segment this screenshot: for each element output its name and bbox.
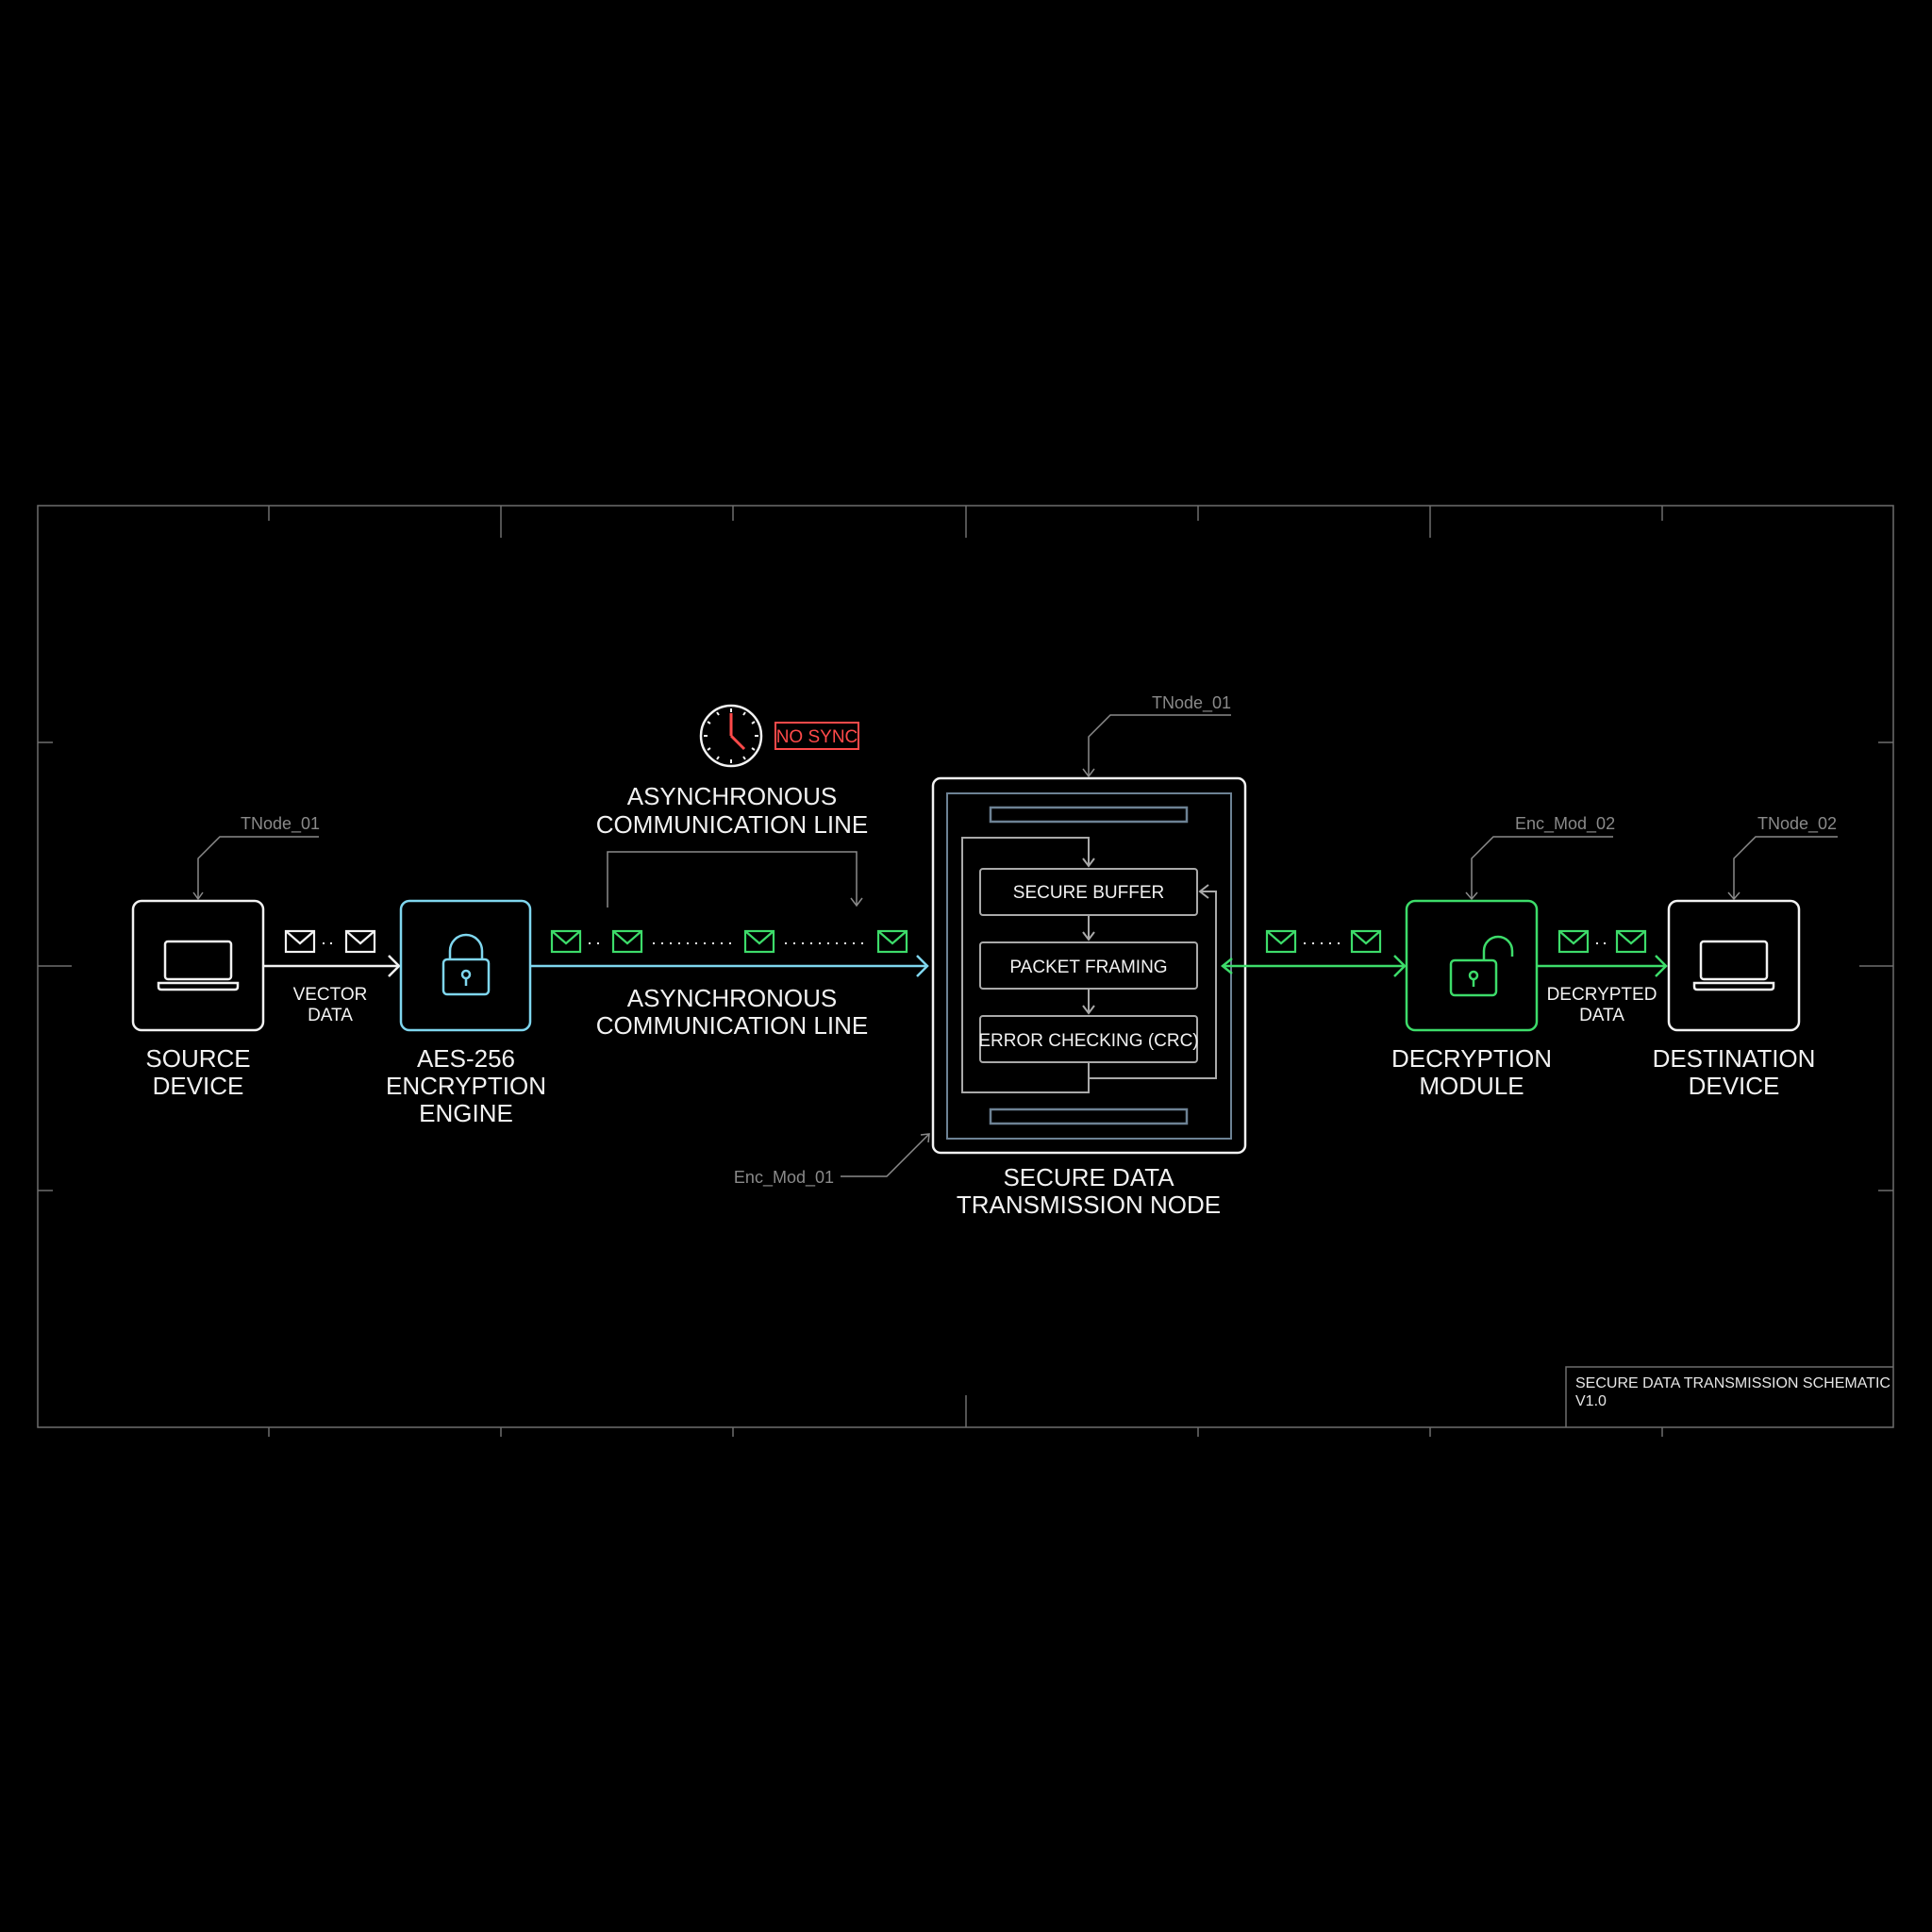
transmission-node-label-2: TRANSMISSION NODE xyxy=(957,1191,1221,1219)
decrypted-data-label-2: DATA xyxy=(1579,1006,1624,1025)
decryption-module-label-1: DECRYPTION xyxy=(1391,1044,1552,1073)
destination-device-label-2: DEVICE xyxy=(1689,1072,1780,1100)
lock-icon xyxy=(441,933,491,996)
async-line-top-label-1: ASYNCHRONOUS xyxy=(627,782,837,810)
stage-label: SECURE BUFFER xyxy=(1013,883,1164,903)
stage-packet-framing[interactable]: PACKET FRAMING xyxy=(979,941,1198,990)
source-device-label-2: DEVICE xyxy=(153,1072,244,1100)
envelope-icon xyxy=(1615,929,1647,954)
stage-error-checking[interactable]: ERROR CHECKING (CRC) xyxy=(978,1015,1199,1063)
stage-label: ERROR CHECKING (CRC) xyxy=(978,1031,1198,1051)
decryption-module-node[interactable] xyxy=(1405,899,1539,1032)
internal-flow xyxy=(961,837,1217,1093)
source-device-node[interactable] xyxy=(131,899,265,1032)
title-line-1: SECURE DATA TRANSMISSION SCHEMATIC xyxy=(1575,1375,1890,1391)
vector-data-link xyxy=(264,929,401,977)
unlock-icon xyxy=(1449,935,1514,997)
laptop-icon xyxy=(157,940,240,991)
envelope-icon xyxy=(876,929,908,954)
no-sync-badge: NO SYNC xyxy=(774,722,859,750)
no-sync-label: NO SYNC xyxy=(776,727,858,747)
envelope-icon xyxy=(550,929,582,954)
vector-data-label-2: DATA xyxy=(308,1006,353,1025)
stage-secure-buffer[interactable]: SECURE BUFFER xyxy=(979,868,1198,916)
transmission-node-label-1: SECURE DATA xyxy=(1003,1163,1174,1191)
transmission-node-tag: TNode_01 xyxy=(1152,693,1231,713)
envelope-icon xyxy=(743,929,775,954)
green-transfer-link xyxy=(1220,929,1407,977)
envelope-icon xyxy=(344,929,376,954)
title-block: SECURE DATA TRANSMISSION SCHEMATIC V1.0 xyxy=(1565,1366,1893,1427)
envelope-icon xyxy=(611,929,643,954)
decryption-tag-leader xyxy=(1465,836,1613,901)
encryption-engine-label-1: AES-256 xyxy=(417,1044,515,1073)
source-tag-leader xyxy=(192,836,319,901)
transmission-tag-leader xyxy=(1082,714,1231,778)
envelope-icon xyxy=(284,929,316,954)
transmission-bottom-tag: Enc_Mod_01 xyxy=(734,1168,834,1188)
destination-tag-leader xyxy=(1727,836,1838,901)
vector-data-label-1: VECTOR xyxy=(293,985,368,1005)
async-communication-line xyxy=(531,929,929,977)
envelope-icon xyxy=(1350,929,1382,954)
async-bracket xyxy=(607,851,863,908)
decryption-module-label-2: MODULE xyxy=(1419,1072,1524,1100)
async-line-top-label-2: COMMUNICATION LINE xyxy=(596,810,868,839)
destination-device-label-1: DESTINATION xyxy=(1653,1044,1816,1073)
enc-mod-01-leader xyxy=(841,1133,930,1177)
outer-frame xyxy=(37,505,1894,1437)
clock-icon xyxy=(699,704,763,768)
envelope-icon xyxy=(1557,929,1590,954)
destination-device-node[interactable] xyxy=(1667,899,1801,1032)
encryption-engine-label-3: ENGINE xyxy=(419,1099,513,1127)
destination-device-tag: TNode_02 xyxy=(1757,814,1837,834)
async-line-bottom-label-2: COMMUNICATION LINE xyxy=(596,1011,868,1040)
title-line-2: V1.0 xyxy=(1575,1393,1607,1409)
envelope-icon xyxy=(1265,929,1297,954)
stage-label: PACKET FRAMING xyxy=(1009,958,1167,977)
laptop-icon xyxy=(1692,940,1775,991)
decrypted-data-link xyxy=(1538,929,1668,977)
async-line-bottom-label-1: ASYNCHRONOUS xyxy=(627,984,837,1012)
decrypted-data-label-1: DECRYPTED xyxy=(1547,985,1657,1005)
decryption-module-tag: Enc_Mod_02 xyxy=(1515,814,1615,834)
encryption-engine-label-2: ENCRYPTION xyxy=(386,1072,546,1100)
source-device-label-1: SOURCE xyxy=(145,1044,250,1073)
source-device-tag: TNode_01 xyxy=(241,814,320,834)
transmission-node[interactable]: SECURE BUFFER PACKET FRAMING ERROR CHECK… xyxy=(931,776,1247,1155)
encryption-engine-node[interactable] xyxy=(399,899,532,1032)
